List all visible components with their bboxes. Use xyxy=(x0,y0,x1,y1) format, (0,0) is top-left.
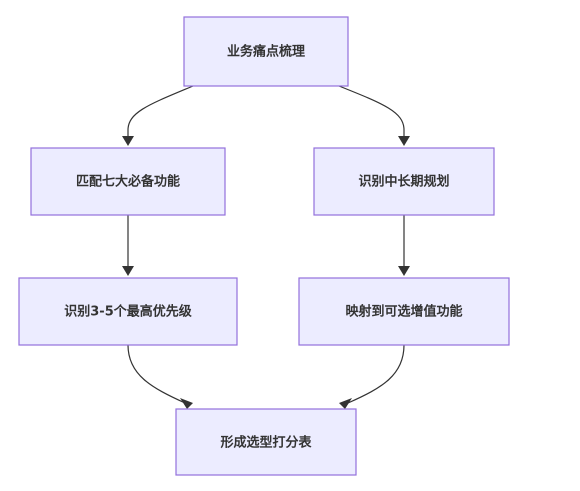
node-form-scoring-table: 形成选型打分表 xyxy=(175,408,357,476)
node-label: 识别中长期规划 xyxy=(358,174,449,190)
arrow-head xyxy=(339,398,352,409)
arrow-head xyxy=(180,398,193,409)
edge-E-F xyxy=(339,344,405,409)
node-identify-long-term-plan: 识别中长期规划 xyxy=(313,147,495,216)
node-map-value-added-functions: 映射到可选增值功能 xyxy=(298,277,510,346)
node-label: 匹配七大必备功能 xyxy=(76,174,180,190)
node-match-seven-functions: 匹配七大必备功能 xyxy=(30,147,226,216)
edge-A-C xyxy=(338,85,410,146)
arrow-head xyxy=(122,266,134,276)
arrow-head xyxy=(398,136,410,146)
node-label: 业务痛点梳理 xyxy=(227,44,305,60)
arrow-head xyxy=(398,266,410,276)
edge-D-F xyxy=(127,344,193,409)
node-business-pain-points: 业务痛点梳理 xyxy=(183,16,349,87)
node-identify-top-priorities: 识别3-5个最高优先级 xyxy=(18,277,238,346)
node-label: 映射到可选增值功能 xyxy=(345,304,462,320)
node-label: 形成选型打分表 xyxy=(220,435,312,451)
nodes: 业务痛点梳理 匹配七大必备功能 识别中长期规划 识别3-5个最高优先级 映射到可… xyxy=(18,16,510,476)
edges xyxy=(122,85,410,409)
edge-C-E xyxy=(398,215,410,276)
edge-B-D xyxy=(122,215,134,276)
arrow-head xyxy=(122,136,134,146)
edge-A-B xyxy=(122,85,194,146)
node-label: 识别3-5个最高优先级 xyxy=(64,304,192,320)
